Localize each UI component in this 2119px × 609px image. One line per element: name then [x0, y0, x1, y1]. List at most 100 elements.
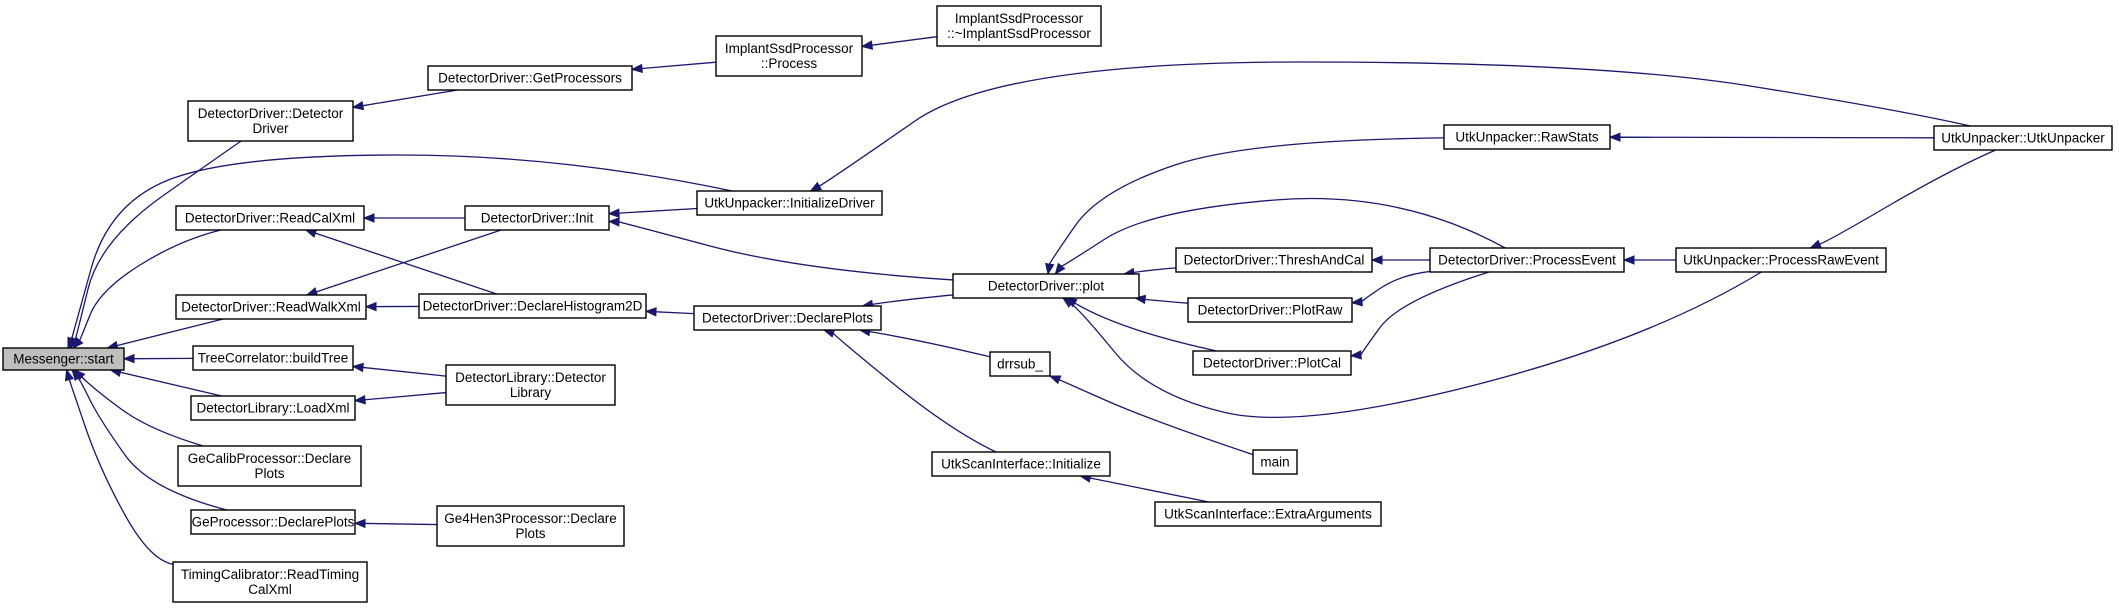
edge-geDeclarePlots-to-start — [71, 368, 228, 511]
node-ddPlot[interactable]: DetectorDriver::plot — [952, 273, 1140, 299]
node-box — [427, 65, 633, 91]
edge-line — [1819, 149, 1996, 245]
node-box — [2, 347, 125, 371]
edge-line — [1070, 271, 1762, 418]
node-implDtor[interactable]: ImplantSsdProcessor::~ImplantSsdProcesso… — [936, 5, 1102, 47]
edge-line — [81, 376, 204, 447]
edge-line — [872, 294, 954, 306]
node-main[interactable]: main — [1252, 449, 1298, 475]
edge-dlLoadXml-to-start — [109, 367, 222, 397]
edge-ddReadWalkXml-to-start — [106, 318, 224, 351]
edge-line — [362, 366, 447, 377]
edge-ddInit-to-ddReadCalXml — [362, 213, 465, 223]
edge-ddProcessEvent-to-ddPlotRaw — [1350, 270, 1431, 307]
node-utkInitDriver[interactable]: UtkUnpacker::InitializeDriver — [696, 190, 883, 216]
node-label: UtkUnpacker::RawStats — [1455, 130, 1599, 145]
node-box — [696, 190, 883, 216]
arrowhead-icon — [351, 100, 365, 111]
arrowhead-icon — [1349, 350, 1362, 360]
edge-line — [315, 232, 497, 295]
edge-utkUnpacker-to-utkInitDriver — [809, 61, 1971, 192]
node-box — [192, 345, 354, 371]
node-ddGetProcessors[interactable]: DetectorDriver::GetProcessors — [427, 65, 633, 91]
edge-implDtor-to-implProcess — [860, 36, 938, 50]
edge-utkInitDriver-to-start — [67, 154, 733, 350]
node-box — [418, 293, 647, 319]
node-utkUnpacker[interactable]: UtkUnpacker::UtkUnpacker — [1933, 125, 2113, 151]
arrowhead-icon — [1622, 255, 1635, 265]
edge-treeBuildTree-to-start — [122, 353, 194, 364]
node-geDeclarePlots[interactable]: GeProcessor::DeclarePlots — [190, 509, 356, 535]
edge-line — [618, 221, 954, 281]
node-box — [190, 395, 356, 421]
edge-utkProcessRawEvent-to-ddPlot — [1061, 271, 1762, 418]
edge-ddProcessEvent-to-ddPlot — [1054, 197, 1506, 276]
node-label: Messenger::start — [13, 352, 114, 367]
edge-line — [1619, 136, 1935, 139]
arrowhead-icon — [630, 63, 643, 74]
edge-line — [869, 330, 991, 358]
arrowhead-icon — [860, 40, 874, 50]
arrowhead-icon — [607, 208, 620, 218]
node-label: UtkUnpacker::InitializeDriver — [704, 196, 875, 211]
node-geCalibDeclare[interactable]: GeCalibProcessor::DeclarePlots — [177, 445, 362, 487]
node-ddDeclareHist2D[interactable]: DetectorDriver::DeclareHistogram2D — [418, 293, 647, 319]
node-dlDetectorLibrary[interactable]: DetectorLibrary::DetectorLibrary — [445, 364, 616, 406]
node-ddReadCalXml[interactable]: DetectorDriver::ReadCalXml — [175, 205, 365, 231]
arrowhead-icon — [364, 301, 377, 312]
edge-line — [1060, 197, 1506, 267]
node-ddPlotCal[interactable]: DetectorDriver::PlotCal — [1192, 350, 1352, 376]
node-label: Driver — [253, 121, 290, 136]
node-ddDeclarePlots[interactable]: DetectorDriver::DeclarePlots — [693, 305, 882, 331]
node-ddThreshAndCal[interactable]: DetectorDriver::ThreshAndCal — [1175, 247, 1373, 273]
node-drrsub[interactable]: drrsub_ — [989, 351, 1051, 377]
node-box — [187, 100, 354, 142]
node-box — [936, 5, 1102, 47]
node-box — [715, 35, 863, 77]
node-ddDetectorDriver[interactable]: DetectorDriver::DetectorDriver — [187, 100, 354, 142]
edge-dlDetectorLibrary-to-treeBuildTree — [351, 362, 447, 377]
edge-line — [1361, 270, 1431, 303]
edge-line — [77, 377, 228, 511]
arrowhead-icon — [353, 518, 366, 529]
node-box — [175, 294, 367, 320]
node-box — [436, 505, 625, 547]
node-dlLoadXml[interactable]: DetectorLibrary::LoadXml — [190, 395, 356, 421]
node-box — [1187, 297, 1353, 323]
node-ddInit[interactable]: DetectorDriver::Init — [464, 205, 610, 231]
node-box — [952, 273, 1140, 299]
node-ddReadWalkXml[interactable]: DetectorDriver::ReadWalkXml — [175, 294, 367, 320]
edge-drrsub-to-ddDeclarePlots — [858, 327, 991, 358]
edge-line — [68, 379, 174, 565]
node-implProcess[interactable]: ImplantSsdProcessor::Process — [715, 35, 863, 77]
arrowhead-icon — [1370, 255, 1383, 265]
node-label: DetectorDriver::ReadWalkXml — [181, 300, 361, 315]
edge-line — [120, 371, 222, 397]
node-box — [172, 561, 368, 603]
node-utkScanExtra[interactable]: UtkScanInterface::ExtraArguments — [1154, 501, 1382, 527]
node-utkScanInit[interactable]: UtkScanInterface::Initialize — [931, 451, 1111, 477]
node-utkProcessRawEvent[interactable]: UtkUnpacker::ProcessRawEvent — [1675, 247, 1887, 273]
node-treeBuildTree[interactable]: TreeCorrelator::buildTree — [192, 345, 354, 371]
edge-utkRawStats-to-ddPlot — [1045, 137, 1445, 276]
edge-ddPlot-to-ddInit — [607, 217, 954, 281]
node-ddPlotRaw[interactable]: DetectorDriver::PlotRaw — [1187, 297, 1353, 323]
node-ddProcessEvent[interactable]: DetectorDriver::ProcessEvent — [1429, 247, 1625, 273]
node-label: DetectorDriver::ThreshAndCal — [1184, 253, 1365, 268]
edge-ddProcessEvent-to-ddPlotCal — [1349, 271, 1490, 360]
node-ge4Declare[interactable]: Ge4Hen3Processor::DeclarePlots — [436, 505, 625, 547]
node-utkRawStats[interactable]: UtkUnpacker::RawStats — [1443, 124, 1611, 150]
edge-line — [618, 207, 698, 214]
node-label: ::~ImplantSsdProcessor — [947, 26, 1091, 41]
node-label: drrsub_ — [997, 357, 1043, 372]
node-label: DetectorDriver::PlotRaw — [1198, 303, 1343, 318]
arrowhead-icon — [1608, 132, 1621, 142]
arrowhead-icon — [607, 217, 620, 227]
edge-dlDetectorLibrary-to-dlLoadXml — [353, 391, 447, 405]
node-label: DetectorDriver::GetProcessors — [438, 71, 622, 86]
edge-line — [1074, 302, 1217, 352]
node-label: TreeCorrelator::buildTree — [198, 351, 349, 366]
nodes-layer: Messenger::start DetectorDriver::Detector… — [2, 5, 2113, 603]
arrowhead-icon — [353, 395, 366, 405]
